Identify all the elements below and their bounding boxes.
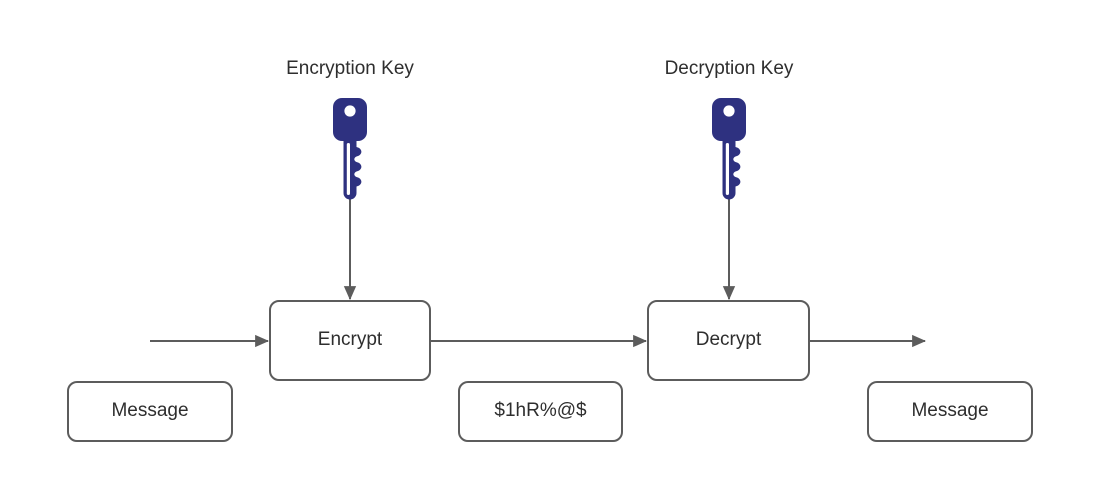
- boxes-layer: [67, 300, 1033, 442]
- key-icon-decryption-key[interactable]: [712, 98, 746, 200]
- key-shaft-groove: [346, 143, 350, 195]
- key-shaft-groove: [725, 143, 729, 195]
- node-box-decrypt[interactable]: [647, 300, 810, 381]
- key-hole-icon: [723, 105, 735, 117]
- key-caption-encryption-key: Encryption Key: [286, 58, 414, 79]
- key-caption-decryption-key: Decryption Key: [664, 58, 794, 79]
- key-hole-icon: [344, 105, 356, 117]
- node-box-ciphertext[interactable]: [458, 381, 623, 442]
- key-icon-encryption-key[interactable]: [333, 98, 367, 200]
- connectors-layer: [150, 198, 927, 348]
- node-box-message-out[interactable]: [867, 381, 1033, 442]
- node-box-message-in[interactable]: [67, 381, 233, 442]
- keys-layer: [333, 98, 746, 200]
- node-box-encrypt[interactable]: [269, 300, 431, 381]
